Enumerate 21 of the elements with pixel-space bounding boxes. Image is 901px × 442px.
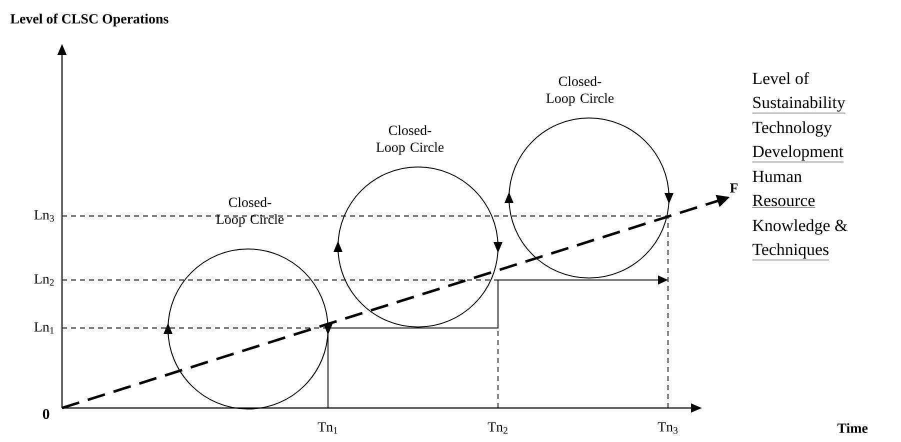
- list-item: Level of: [752, 72, 810, 84]
- node-label: Closed-Loop Circle: [216, 197, 284, 227]
- list-item: Resource: [752, 194, 816, 208]
- tick-label: Tn$_{2}$: [488, 422, 508, 434]
- node-label: Closed-Loop Circle: [376, 125, 444, 155]
- tick-label: Tn$_{3}$: [658, 422, 678, 434]
- list-item: Technology: [752, 121, 832, 137]
- node-label: Closed-Loop Circle: [546, 76, 614, 106]
- list-item: Development: [752, 145, 844, 162]
- axis-title: Level of CLSC Operations: [10, 14, 168, 26]
- list-item: Knowledge &: [752, 219, 848, 235]
- tick-label: Tn$_{1}$: [318, 422, 338, 434]
- tick-label: Ln$_{2}$: [34, 274, 54, 286]
- tick-label: Ln$_{3}$: [34, 210, 54, 222]
- tick-label: Ln$_{1}$: [34, 322, 54, 334]
- list-item: Sustainability: [752, 96, 846, 114]
- series-label: F: [730, 183, 738, 193]
- axis-title: Time: [837, 423, 868, 433]
- list-item: Human: [752, 170, 802, 182]
- list-item: Techniques: [752, 243, 830, 260]
- tick-label: 0: [42, 408, 50, 420]
